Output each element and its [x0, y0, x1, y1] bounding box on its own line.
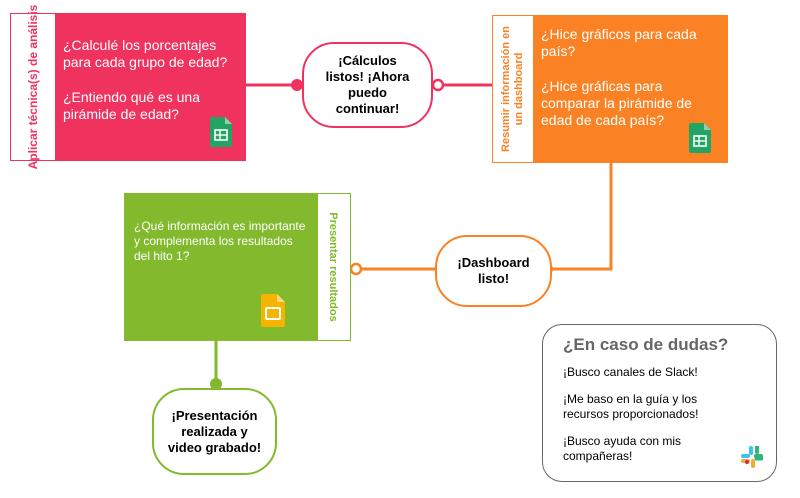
slack-icon: [741, 446, 763, 468]
card-present-side-label: Presentar resultados: [327, 212, 339, 322]
connector-dot: [291, 79, 303, 91]
card-present: ¿Qué información es importante y complem…: [124, 193, 351, 341]
card-dashboard-side: Resumir información en un dashboard: [493, 16, 533, 162]
connector-dot: [431, 78, 445, 92]
help-title: ¿En caso de dudas?: [563, 335, 729, 354]
card-dashboard-question-2: ¿Hice gráficas para comparar la pirámide…: [541, 78, 692, 128]
help-box: ¿En caso de dudas? ¡Busco canales de Sla…: [542, 324, 777, 482]
card-analysis-question-1: ¿Calculé los porcentajes para cada grupo…: [63, 37, 228, 70]
card-analysis-side-label: Aplicar técnica(s) de análisis: [26, 4, 40, 170]
card-present-side: Presentar resultados: [317, 194, 350, 340]
card-dashboard-side-label: Resumir información en un dashboard: [500, 26, 525, 152]
card-present-question-1: ¿Qué información es importante y complem…: [134, 219, 306, 263]
help-item-slack: ¡Busco canales de Slack!: [563, 365, 698, 379]
card-analysis-side: Aplicar técnica(s) de análisis: [11, 5, 55, 169]
google-sheets-icon: [689, 123, 711, 153]
google-slides-icon: [261, 294, 285, 327]
help-item-guide: ¡Me baso en la guía y los recursos propo…: [563, 392, 699, 421]
card-analysis-question-2: ¿Entiendo qué es una pirámide de edad?: [63, 89, 200, 122]
milestone-present-label: ¡Presentación realizada y video grabado!: [167, 407, 262, 455]
google-sheets-icon: [210, 117, 232, 147]
connector-dot: [349, 262, 363, 276]
milestone-calc-label: ¡Cálculos listos! ¡Ahora puedo continuar…: [325, 53, 410, 116]
milestone-dashboard-label: ¡Dashboard listo!: [457, 255, 530, 286]
card-dashboard-question-1: ¿Hice gráficos para cada país?: [541, 26, 697, 59]
milestone-present: ¡Presentación realizada y video grabado!: [152, 388, 277, 475]
milestone-dashboard: ¡Dashboard listo!: [435, 235, 552, 307]
card-dashboard: Resumir información en un dashboard ¿Hic…: [492, 15, 728, 163]
milestone-calc: ¡Cálculos listos! ¡Ahora puedo continuar…: [302, 42, 433, 128]
card-present-body: ¿Qué información es importante y complem…: [125, 194, 318, 340]
connector-dot: [210, 378, 222, 390]
connector-dashboard-to-milestone: [552, 163, 613, 271]
help-item-peers: ¡Busco ayuda con mis compañeras!: [563, 434, 682, 463]
